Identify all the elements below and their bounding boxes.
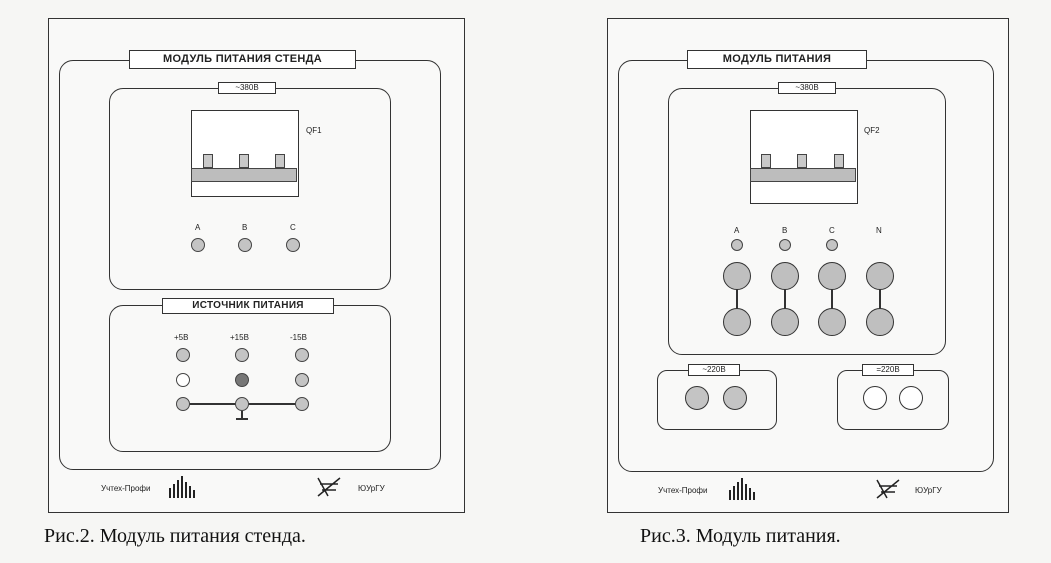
fig3-terminal-c-bottom[interactable] xyxy=(818,308,846,336)
fig2-source-label-15v: +15В xyxy=(230,333,249,342)
fig3-breaker-handle-bar xyxy=(750,168,856,182)
fig2-brand-left: Учтех-Профи xyxy=(101,484,151,493)
fig3-breaker-pole-a xyxy=(761,154,771,168)
fig2-equalizer-logo-icon xyxy=(169,476,195,498)
fig2-common-socket-ground[interactable] xyxy=(235,397,249,411)
fig3-ac-socket-2[interactable] xyxy=(723,386,747,410)
fig3-terminal-b-top[interactable] xyxy=(771,262,799,290)
fig2-caption: Рис.2. Модуль питания стенда. xyxy=(44,525,306,547)
fig3-title: МОДУЛЬ ПИТАНИЯ xyxy=(687,50,867,69)
fig2-phase-indicator-a xyxy=(191,238,205,252)
fig3-terminal-a-top[interactable] xyxy=(723,262,751,290)
fig3-phase-label-a: A xyxy=(734,226,740,235)
fig2-phase-label-b: B xyxy=(242,223,248,232)
fig2-phase-indicator-b xyxy=(238,238,252,252)
fig2-source-socket-minus15v[interactable] xyxy=(295,373,309,387)
fig2-common-socket-3[interactable] xyxy=(295,397,309,411)
fig2-title: МОДУЛЬ ПИТАНИЯ СТЕНДА xyxy=(129,50,356,69)
fig3-breaker-pole-b xyxy=(797,154,807,168)
fig3-terminal-a-bottom[interactable] xyxy=(723,308,751,336)
fig2-breaker-label: QF1 xyxy=(306,126,322,135)
fig3-link-b xyxy=(784,277,786,321)
fig3-terminal-b-bottom[interactable] xyxy=(771,308,799,336)
fig2-common-socket-1[interactable] xyxy=(176,397,190,411)
fig2-source-led-minus15v xyxy=(295,348,309,362)
fig3-phase-label-b: B xyxy=(782,226,788,235)
fig3-dc-socket-2[interactable] xyxy=(899,386,923,410)
fig2-brand-right: ЮУрГУ xyxy=(358,484,385,493)
fig2-source-label-5v: +5В xyxy=(174,333,189,342)
fig3-breaker-label: QF2 xyxy=(864,126,880,135)
fig3-phase-label-n: N xyxy=(876,226,882,235)
fig2-breaker-pole-a xyxy=(203,154,213,168)
fig2-ground-stem xyxy=(241,411,243,418)
fig3-phase-indicator-b xyxy=(779,239,791,251)
fig3-dc-socket-1[interactable] xyxy=(863,386,887,410)
fig3-breaker-pole-c xyxy=(834,154,844,168)
fig3-dc-section xyxy=(837,370,949,430)
fig2-source-title: ИСТОЧНИК ПИТАНИЯ xyxy=(162,298,334,314)
fig3-brand-left: Учтех-Профи xyxy=(658,486,708,495)
fig3-equalizer-logo-icon xyxy=(729,478,755,500)
fig2-source-label-minus15v: -15В xyxy=(290,333,307,342)
fig3-link-n xyxy=(879,277,881,321)
fig2-source-section xyxy=(109,305,391,452)
fig2-university-logo-icon xyxy=(317,477,341,497)
fig3-dc-label: =220В xyxy=(862,364,914,376)
fig3-link-c xyxy=(831,277,833,321)
fig3-terminal-c-top[interactable] xyxy=(818,262,846,290)
fig2-breaker-handle-bar xyxy=(191,168,297,182)
fig3-ac-label: ~220В xyxy=(688,364,740,376)
fig2-voltage-label: ~380В xyxy=(218,82,276,94)
fig3-university-logo-icon xyxy=(876,479,900,499)
fig2-phase-label-a: A xyxy=(195,223,201,232)
fig2-source-led-15v xyxy=(235,348,249,362)
fig3-terminal-n-top[interactable] xyxy=(866,262,894,290)
fig2-source-socket-15v[interactable] xyxy=(235,373,249,387)
fig2-breaker-pole-c xyxy=(275,154,285,168)
fig2-phase-indicator-c xyxy=(286,238,300,252)
fig2-breaker-pole-b xyxy=(239,154,249,168)
fig3-brand-right: ЮУрГУ xyxy=(915,486,942,495)
fig3-link-a xyxy=(736,277,738,321)
fig3-voltage-label: ~380В xyxy=(778,82,836,94)
fig3-ac-section xyxy=(657,370,777,430)
fig3-phase-indicator-c xyxy=(826,239,838,251)
fig3-ac-socket-1[interactable] xyxy=(685,386,709,410)
fig2-phase-label-c: C xyxy=(290,223,296,232)
fig3-caption: Рис.3. Модуль питания. xyxy=(640,525,841,547)
fig2-source-led-5v xyxy=(176,348,190,362)
fig2-source-socket-5v[interactable] xyxy=(176,373,190,387)
fig2-breaker-qf1[interactable] xyxy=(191,110,299,197)
fig3-terminal-n-bottom[interactable] xyxy=(866,308,894,336)
fig3-phase-indicator-a xyxy=(731,239,743,251)
fig2-ground-symbol xyxy=(236,418,248,420)
fig3-phase-label-c: C xyxy=(829,226,835,235)
